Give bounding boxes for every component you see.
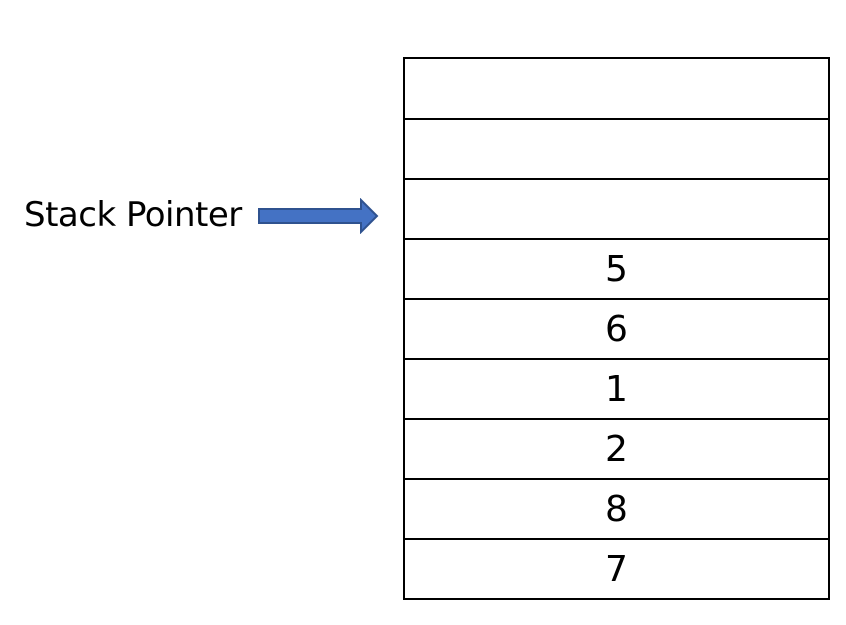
stack-slot bbox=[405, 59, 828, 118]
stack-slot: 6 bbox=[405, 298, 828, 358]
stack-container: 5 6 1 2 8 7 bbox=[403, 57, 830, 600]
stack-slot bbox=[405, 118, 828, 178]
stack-slot bbox=[405, 178, 828, 238]
stack-slot: 8 bbox=[405, 478, 828, 538]
stack-slot: 1 bbox=[405, 358, 828, 418]
stack-slot: 5 bbox=[405, 238, 828, 298]
stack-pointer-label: Stack Pointer bbox=[24, 195, 242, 235]
stack-slot: 7 bbox=[405, 538, 828, 598]
stack-slot: 2 bbox=[405, 418, 828, 478]
stack-pointer-arrow-icon bbox=[258, 198, 379, 234]
arrow-shape bbox=[258, 198, 379, 234]
